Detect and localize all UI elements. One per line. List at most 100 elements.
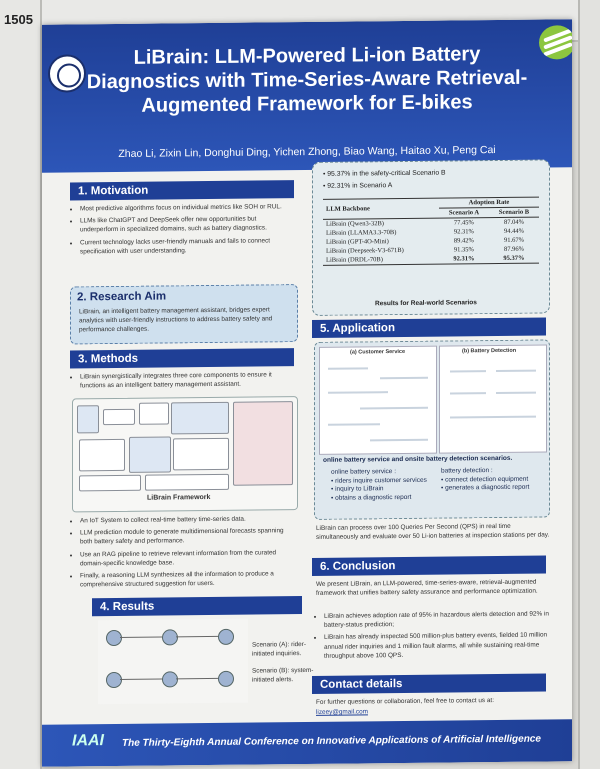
service-item-text: obtains a diagnostic report — [335, 493, 412, 502]
board-frame-left — [0, 0, 42, 769]
summary-line: • 92.31% in Scenario A — [323, 182, 393, 190]
service-item-text: inquiry to LiBrain — [335, 485, 384, 493]
summary-text: 92.31% in Scenario A — [327, 182, 393, 190]
motivation-bullet: Current technology lacks user-friendly m… — [80, 236, 294, 257]
header-backbone: LLM Backbone — [326, 205, 370, 213]
detect-item-text: generates a diagnostic report — [445, 483, 530, 492]
service-item: • obtains a diagnostic report — [331, 493, 412, 502]
methods-bullet: An IoT System to collect real-time batte… — [80, 514, 296, 525]
structured-suggestion-panel — [233, 401, 293, 486]
company-logo-icon — [539, 25, 572, 60]
methods-bullet: LLM prediction module to generate multid… — [80, 526, 296, 547]
application-figure-box: (a) Customer Service (b) Battery Detecti… — [314, 339, 550, 520]
alert-icon — [162, 671, 178, 688]
conference-name: The Thirty-Eighth Annual Conference on I… — [122, 733, 541, 749]
methods-bullets: An IoT System to collect real-time batte… — [72, 514, 296, 593]
booth-number: 1505 — [4, 12, 33, 27]
report-icon — [218, 670, 234, 687]
panel-a-label: (a) Customer Service — [350, 348, 406, 356]
framework-caption: LiBrain Framework — [147, 494, 211, 502]
battery-detection-screen: (b) Battery Detection — [439, 344, 547, 454]
chat-line — [328, 423, 380, 426]
motivation-text: Most predictive algorithms focus on indi… — [72, 202, 294, 259]
battery-icon — [106, 671, 122, 689]
contact-email-link[interactable]: lizeey@gmail.com — [316, 708, 368, 716]
diagram-block — [129, 436, 171, 473]
conclusion-bullet: LiBrain achieves adoption rate of 95% in… — [324, 609, 550, 630]
chat-line — [328, 391, 388, 394]
board-frame-right — [578, 0, 600, 769]
results-item: Scenario (A): rider-initiated inquiries. — [252, 641, 306, 658]
motivation-bullet: LLMs like ChatGPT and DeepSeek offer new… — [80, 214, 294, 235]
conclusion-bullets: LiBrain achieves adoption rate of 95% in… — [316, 609, 550, 663]
conclusion-bullet: LiBrain has already inspected 500 millio… — [324, 631, 550, 661]
research-aim-text: LiBrain, an intelligent battery manageme… — [79, 306, 273, 334]
methods-intro: LiBrain synergistically integrates three… — [72, 370, 294, 394]
chat-line — [360, 406, 428, 410]
connector-line — [176, 635, 218, 638]
table-cell: 92.31% — [453, 255, 475, 263]
poster-authors: Zhao Li, Zixin Lin, Donghui Ding, Yichen… — [118, 144, 496, 160]
poster-title: LiBrain: LLM-Powered Li-ion Battery Diag… — [86, 43, 528, 117]
iaai-logo: IAAI — [72, 732, 104, 750]
customer-service-screen: (a) Customer Service — [319, 345, 437, 455]
rider-icon — [106, 629, 122, 647]
report-line — [496, 369, 536, 373]
service-column: online battery service : • riders inquir… — [331, 468, 435, 503]
results-list: Scenario (A): rider-initiated inquiries.… — [252, 640, 314, 685]
table-cell: 95.37% — [503, 254, 525, 262]
diagram-block — [173, 437, 229, 471]
methods-intro-bullet: LiBrain synergistically integrates three… — [80, 370, 294, 391]
motivation-bullet: Most predictive algorithms focus on indi… — [80, 202, 294, 213]
methods-bullet: Finally, a reasoning LLM synthesizes all… — [80, 569, 296, 590]
chat-line — [328, 367, 368, 370]
header-scenario-b: Scenario B — [498, 208, 530, 216]
conclusion-heading: 6. Conclusion — [312, 555, 546, 576]
chat-line — [380, 376, 428, 380]
agent-icon — [162, 629, 178, 646]
detection-column: battery detection : • connect detection … — [441, 467, 545, 494]
methods-heading: 3. Methods — [70, 348, 294, 369]
table-cell: LiBrain (DRDL-70B) — [326, 256, 383, 264]
results-table-box: • 95.37% in the safety-critical Scenario… — [312, 159, 550, 316]
poster-header: LiBrain: LLM-Powered Li-ion Battery Diag… — [42, 19, 572, 173]
report-line — [450, 392, 486, 395]
report-line — [450, 370, 486, 373]
application-heading: 5. Application — [312, 317, 546, 338]
diagram-block — [171, 401, 229, 435]
summary-line: • 95.37% in the safety-critical Scenario… — [323, 169, 446, 178]
methods-bullet: Use an RAG pipeline to retrieve relevant… — [80, 548, 296, 569]
conference-footer: IAAI The Thirty-Eighth Annual Conference… — [42, 719, 572, 767]
chat-line — [370, 438, 428, 442]
diagram-block — [79, 438, 125, 472]
connector-line — [120, 636, 162, 638]
conclusion-intro: We present LiBrain, an LLM-powered, time… — [316, 578, 538, 598]
detect-item: • generates a diagnostic report — [441, 483, 530, 492]
results-scenario-diagram — [98, 618, 248, 705]
report-line — [496, 391, 536, 395]
librain-icon — [218, 628, 234, 645]
adoption-rate-table: LLM Backbone Adoption Rate Scenario A Sc… — [323, 197, 539, 266]
contact-heading: Contact details — [312, 673, 546, 694]
research-aim-heading: 2. Research Aim — [77, 290, 167, 304]
diagram-block — [79, 474, 141, 492]
table-cell: 77.45% — [453, 219, 474, 227]
connector-line — [120, 678, 162, 680]
service-item-text: riders inquire customer services — [335, 476, 427, 485]
table-caption: Results for Real-world Scenarios — [375, 299, 477, 308]
poster: LiBrain: LLM-Powered Li-ion Battery Diag… — [42, 19, 572, 767]
research-aim-box: 2. Research Aim LiBrain, an intelligent … — [70, 284, 298, 345]
table-row: LiBrain (DRDL-70B) 92.31% 95.37% — [323, 253, 539, 266]
framework-diagram: LiBrain Framework — [72, 396, 298, 513]
header-scenario-a: Scenario A — [448, 209, 480, 217]
report-line — [450, 415, 536, 419]
iot-data-icon — [77, 405, 99, 434]
results-heading: 4. Results — [92, 596, 302, 617]
diagram-block — [103, 408, 135, 426]
panel-b-label: (b) Battery Detection — [462, 347, 517, 355]
diagram-block — [139, 402, 169, 425]
motivation-heading: 1. Motivation — [70, 180, 294, 201]
table-cell: 87.04% — [503, 218, 524, 226]
results-item: Scenario (B): system-initiated alerts. — [252, 666, 314, 684]
application-paragraph: LiBrain can process over 100 Queries Per… — [316, 522, 550, 542]
